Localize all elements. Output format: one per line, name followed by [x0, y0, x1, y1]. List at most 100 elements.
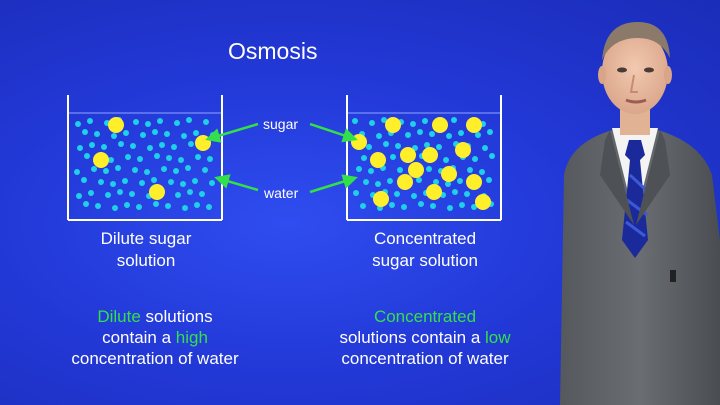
water-particle: [137, 156, 143, 162]
water-particle: [171, 144, 177, 150]
sugar-particle: [397, 174, 413, 190]
water-particle: [397, 167, 403, 173]
water-particle: [178, 157, 184, 163]
water-particle: [117, 189, 123, 195]
right-caption-line2: sugar solution: [372, 251, 478, 270]
sugar-particle: [475, 194, 491, 210]
water-particle: [124, 202, 130, 208]
water-particle: [401, 204, 407, 210]
left-statement-high: high: [175, 328, 208, 347]
water-particle: [361, 155, 367, 161]
water-particle: [103, 168, 109, 174]
right-caption-line1: Concentrated: [373, 229, 477, 248]
water-particle: [161, 166, 167, 172]
sugar-label: sugar: [263, 116, 298, 132]
water-particle: [144, 169, 150, 175]
left-caption-line2: solution: [116, 251, 176, 270]
water-particle: [387, 178, 393, 184]
water-particle: [98, 179, 104, 185]
water-particle: [199, 191, 205, 197]
water-particle: [166, 155, 172, 161]
water-particle: [472, 156, 478, 162]
water-particle: [452, 189, 458, 195]
water-particle: [81, 177, 87, 183]
water-particle: [194, 202, 200, 208]
left-caption-line1: Dilute sugar: [100, 229, 192, 248]
water-particle: [145, 121, 151, 127]
water-particle: [209, 180, 215, 186]
water-particle: [426, 166, 432, 172]
water-particle: [202, 167, 208, 173]
water-particle: [153, 201, 159, 207]
slide-title: Osmosis: [228, 38, 318, 64]
water-particle: [436, 144, 442, 150]
water-particle: [471, 204, 477, 210]
water-particle: [188, 141, 194, 147]
water-particle: [383, 141, 389, 147]
water-particle: [110, 181, 116, 187]
water-particle: [164, 131, 170, 137]
water-particle: [168, 179, 174, 185]
water-particle: [83, 201, 89, 207]
water-particle: [422, 118, 428, 124]
sugar-particle: [466, 174, 482, 190]
water-particle: [363, 179, 369, 185]
water-particle: [353, 190, 359, 196]
water-particle: [125, 154, 131, 160]
right-statement-concentrated: Concentrated: [373, 307, 477, 326]
water-particle: [424, 142, 430, 148]
sugar-particle: [432, 117, 448, 133]
water-particle: [136, 204, 142, 210]
water-particle: [369, 120, 375, 126]
right-statement-solutions: solutions contain a: [339, 328, 486, 347]
water-arrow-right: [309, 174, 358, 194]
water-label: water: [263, 185, 299, 201]
water-particle: [151, 177, 157, 183]
sugar-particle: [351, 134, 367, 150]
water-particle: [82, 129, 88, 135]
water-particle: [486, 177, 492, 183]
water-particle: [443, 157, 449, 163]
left-statement-solutions: solutions: [140, 307, 213, 326]
water-particle: [433, 179, 439, 185]
water-particle: [89, 142, 95, 148]
water-particle: [175, 192, 181, 198]
water-particle: [95, 203, 101, 209]
water-particle: [139, 180, 145, 186]
water-particle: [88, 190, 94, 196]
water-particle: [111, 133, 117, 139]
water-particle: [390, 154, 396, 160]
water-particle: [445, 181, 451, 187]
water-particle: [76, 193, 82, 199]
water-particle: [489, 153, 495, 159]
water-particle: [173, 168, 179, 174]
water-particle: [360, 203, 366, 209]
presenter: [560, 22, 720, 405]
right-statement-line3: concentration of water: [341, 349, 509, 368]
water-particle: [418, 201, 424, 207]
water-particle: [487, 129, 493, 135]
water-particle: [352, 118, 358, 124]
water-particle: [174, 120, 180, 126]
water-particle: [133, 119, 139, 125]
water-particle: [475, 132, 481, 138]
water-arrow-left: [214, 174, 259, 192]
water-particle: [206, 204, 212, 210]
water-particle: [451, 117, 457, 123]
water-particle: [192, 178, 198, 184]
water-particle: [91, 166, 97, 172]
water-particle: [459, 202, 465, 208]
water-particle: [165, 203, 171, 209]
water-particle: [467, 167, 473, 173]
water-particle: [203, 119, 209, 125]
sugar-particle: [108, 117, 124, 133]
sugar-particle: [455, 142, 471, 158]
sugar-particle: [149, 184, 165, 200]
water-particle: [416, 177, 422, 183]
water-particle: [395, 143, 401, 149]
water-particle: [458, 130, 464, 136]
water-particle: [207, 156, 213, 162]
water-particle: [152, 129, 158, 135]
water-particle: [429, 131, 435, 137]
water-particle: [376, 133, 382, 139]
